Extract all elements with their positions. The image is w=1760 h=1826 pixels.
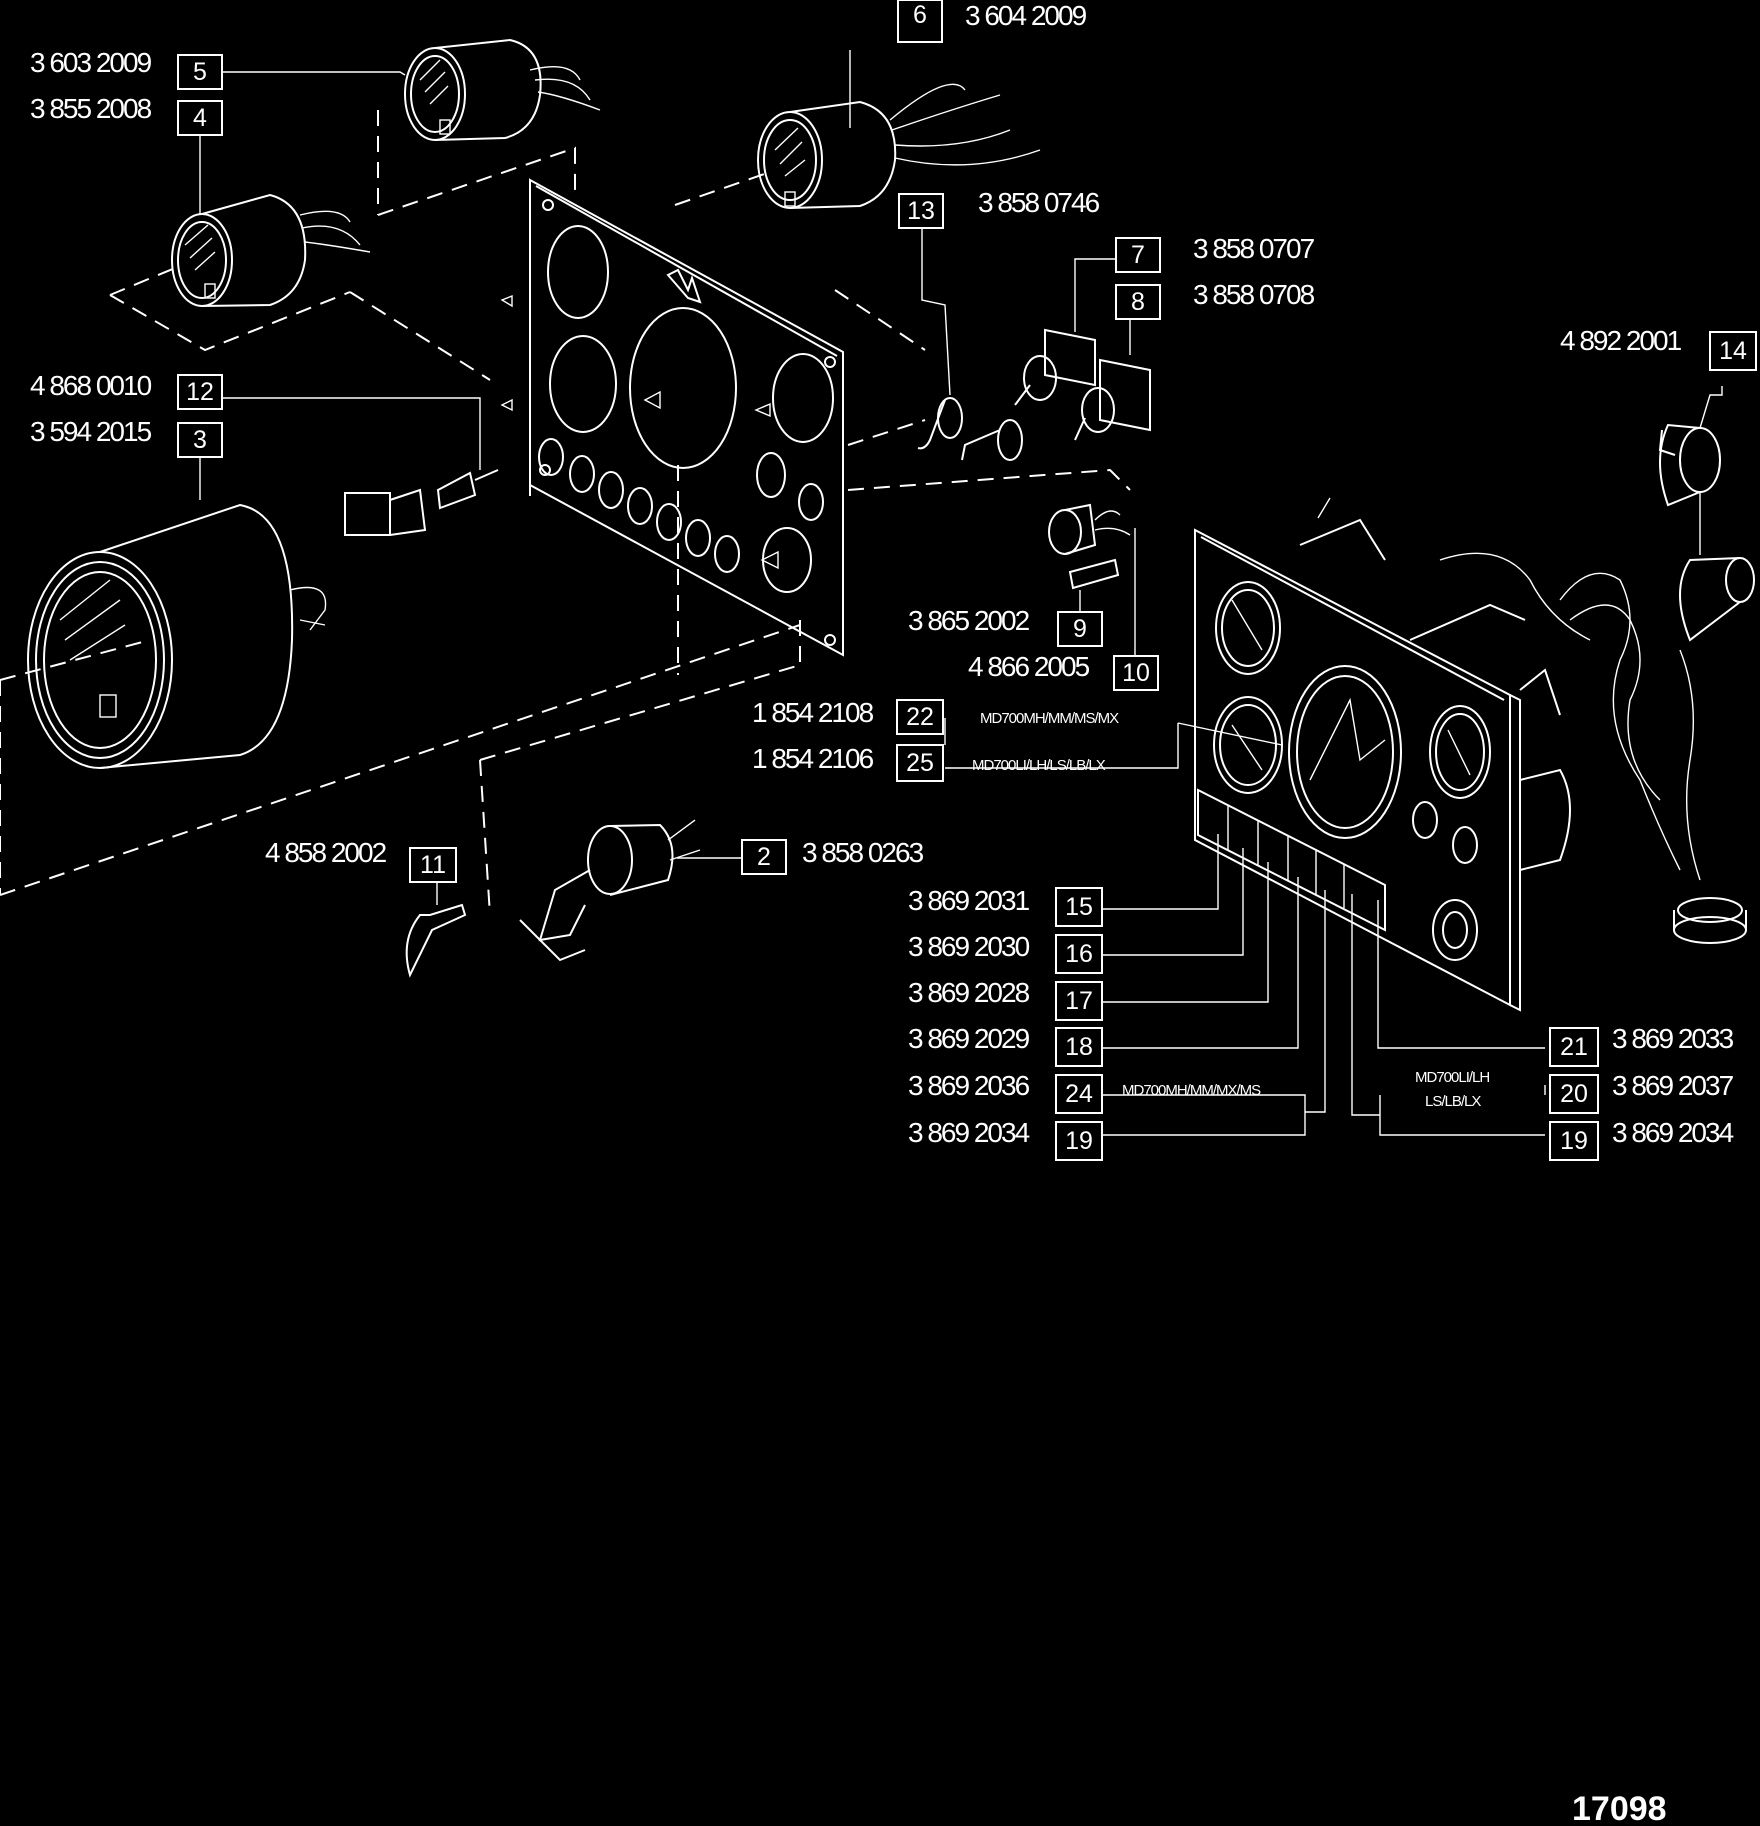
model-variant: MD700MH/MM/MX/MS <box>1122 1082 1261 1099</box>
callout-ref: 2 <box>757 843 771 871</box>
part-number: 4 892 2001 <box>1560 325 1682 356</box>
callout-ref: 17 <box>1065 987 1093 1015</box>
callout-ref: 11 <box>420 851 446 879</box>
part-number: 3 869 2033 <box>1612 1023 1734 1054</box>
assembled-instrument-panel <box>1194 497 1755 1012</box>
part-number: 3 858 0707 <box>1193 233 1315 264</box>
callout-ref: 7 <box>1131 241 1145 269</box>
callout-ref: 6 <box>913 1 927 29</box>
callout-ref: 20 <box>1560 1080 1588 1108</box>
part-number: 4 868 0010 <box>30 370 152 401</box>
part-number: 3 869 2034 <box>908 1117 1030 1148</box>
ignition-switch-2 <box>519 819 701 962</box>
gauge-14 <box>1658 423 1721 507</box>
callout-ref: 8 <box>1131 288 1145 316</box>
leader-lines <box>199 50 1723 1136</box>
part-number: 3 869 2031 <box>908 885 1030 916</box>
instrument-panel-plate <box>500 178 844 657</box>
part-number: 3 869 2030 <box>908 931 1030 962</box>
callout-ref: 15 <box>1065 893 1093 921</box>
callout-ref: 5 <box>193 58 207 86</box>
part-number: 3 869 2029 <box>908 1023 1030 1054</box>
part-number: 3 865 2002 <box>908 605 1030 636</box>
callout-labels: 5 3 603 2009 4 3 855 2008 6 3 604 2009 1… <box>30 0 1747 1826</box>
callout-ref: 25 <box>906 749 934 777</box>
part-number: 3 858 0708 <box>1193 279 1315 310</box>
callout-ref: 18 <box>1065 1033 1093 1061</box>
model-variant: MD700LI/LH <box>1415 1069 1489 1086</box>
figure-number: 17098 <box>1572 1790 1667 1826</box>
assembly-guide-lines <box>0 110 1131 916</box>
ignition-key-11 <box>405 903 467 978</box>
part-number: 3 869 2037 <box>1612 1070 1734 1101</box>
callout-ref: 10 <box>1122 659 1150 687</box>
gauge-5 <box>404 38 601 141</box>
gauge-6 <box>757 83 1041 209</box>
part-number: 3 855 2008 <box>30 93 152 124</box>
callout-ref: 13 <box>907 197 935 225</box>
plug-and-lamp-12 <box>344 469 499 536</box>
callout-ref: 14 <box>1719 337 1747 365</box>
model-variant: MD700LI/LH/LS/LB/LX <box>972 757 1106 774</box>
callout-ref: 19 <box>1065 1127 1093 1155</box>
bulb-9 <box>1068 558 1120 590</box>
callout-ref: 3 <box>193 426 207 454</box>
part-number: 4 858 2002 <box>265 837 387 868</box>
part-number: 3 869 2036 <box>908 1070 1030 1101</box>
part-number: 3 603 2009 <box>30 47 152 78</box>
model-variant: MD700MH/MM/MS/MX <box>980 710 1119 727</box>
callout-boxes <box>177 0 1757 1161</box>
tachometer <box>27 503 327 769</box>
part-number: 3 858 0746 <box>978 187 1100 218</box>
callout-ref: 24 <box>1065 1080 1093 1108</box>
callout-ref: 22 <box>906 703 934 731</box>
indicator-lamp-10 <box>1048 503 1131 555</box>
callout-ref: 19 <box>1560 1127 1588 1155</box>
callout-ref: 4 <box>193 104 207 132</box>
callout-ref: 21 <box>1560 1033 1588 1061</box>
model-variant: LS/LB/LX <box>1425 1093 1481 1110</box>
gauge-4 <box>171 193 371 307</box>
callout-ref: 12 <box>186 378 214 406</box>
switch-8 <box>1074 358 1151 441</box>
callout-ref: 16 <box>1065 940 1093 968</box>
part-number: 1 854 2108 <box>752 697 874 728</box>
switch-7 <box>1014 328 1096 406</box>
part-number: 3 858 0263 <box>802 837 924 868</box>
part-number: 3 594 2015 <box>30 416 152 447</box>
part-number: 1 854 2106 <box>752 743 874 774</box>
part-number: 4 866 2005 <box>968 651 1090 682</box>
callout-ref: 9 <box>1073 615 1087 643</box>
part-number: 3 869 2028 <box>908 977 1030 1008</box>
part-number: 3 869 2034 <box>1612 1117 1734 1148</box>
part-number: 3 604 2009 <box>965 0 1087 31</box>
toggle-switch-13 <box>917 397 1023 461</box>
